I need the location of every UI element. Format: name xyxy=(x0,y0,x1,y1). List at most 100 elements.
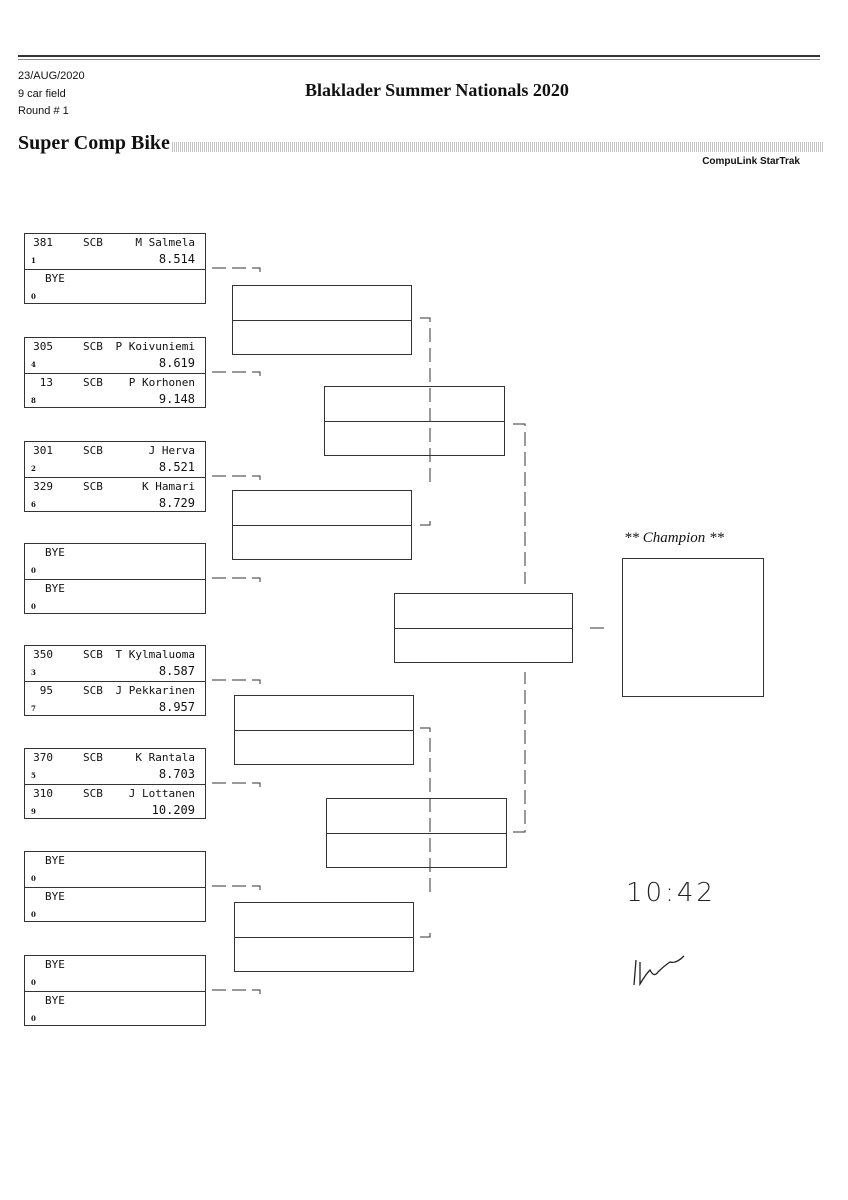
racer-name: M Salmela xyxy=(135,236,195,249)
racer-name: J Lottanen xyxy=(128,787,195,800)
bracket-connectors xyxy=(212,267,608,994)
racer-slot: BYE 0 xyxy=(25,956,205,991)
seed-number: 0 xyxy=(31,978,36,987)
class-code: SCB xyxy=(83,787,103,800)
racer-slot: 301 SCB J Herva 8.521 2 xyxy=(25,442,205,477)
racer-slot: 350 SCB T Kylmaluoma 8.587 3 xyxy=(25,646,205,681)
seed-number: 0 xyxy=(31,292,36,301)
car-number: 305 xyxy=(33,340,53,353)
racer-slot: 13 SCB P Korhonen 9.148 8 xyxy=(25,373,205,408)
class-code: SCB xyxy=(83,751,103,764)
bye-label: BYE xyxy=(45,546,65,559)
class-code: SCB xyxy=(83,444,103,457)
racer-slot: BYE 0 xyxy=(25,887,205,922)
car-number: 370 xyxy=(33,751,53,764)
champion-label: ** Champion ** xyxy=(624,530,725,546)
elapsed-time: 8.729 xyxy=(158,496,195,510)
racer-name: P Korhonen xyxy=(128,376,195,389)
dotted-rule xyxy=(172,142,824,152)
elapsed-time: 10.209 xyxy=(151,803,195,817)
bye-label: BYE xyxy=(45,958,65,971)
seed-number: 0 xyxy=(31,910,36,919)
seed-number: 0 xyxy=(31,1014,36,1023)
bye-label: BYE xyxy=(45,854,65,867)
bracket-box xyxy=(394,593,573,663)
seed-number: 5 xyxy=(31,771,36,780)
class-code: SCB xyxy=(83,684,103,697)
handwritten-time: 10:42 xyxy=(626,878,716,908)
racer-name: J Herva xyxy=(148,444,195,457)
bracket-box xyxy=(232,490,412,560)
round: Round # 1 xyxy=(18,105,69,117)
elapsed-time: 8.521 xyxy=(158,460,195,474)
car-number: 301 xyxy=(33,444,53,457)
racer-name: K Hamari xyxy=(142,480,195,493)
racer-name: J Pekkarinen xyxy=(115,684,195,697)
bracket-box xyxy=(234,902,414,972)
seed-number: 0 xyxy=(31,566,36,575)
signature xyxy=(633,955,685,987)
racer-slot: 95 SCB J Pekkarinen 8.957 7 xyxy=(25,681,205,716)
seed-number: 3 xyxy=(31,668,36,677)
elapsed-time: 8.587 xyxy=(158,664,195,678)
racer-slot: BYE 0 xyxy=(25,269,205,304)
racer-slot: BYE 0 xyxy=(25,579,205,614)
car-number: 13 xyxy=(39,376,53,389)
bracket-box xyxy=(234,695,414,765)
racer-slot: 370 SCB K Rantala 8.703 5 xyxy=(25,749,205,784)
class-code: SCB xyxy=(83,376,103,389)
car-number: 329 xyxy=(33,480,53,493)
bye-label: BYE xyxy=(45,890,65,903)
racer-slot: 310 SCB J Lottanen 10.209 9 xyxy=(25,784,205,819)
car-number: 95 xyxy=(39,684,53,697)
bracket-box xyxy=(232,285,412,355)
top-rule xyxy=(18,55,820,57)
bye-label: BYE xyxy=(45,994,65,1007)
racer-slot: BYE 0 xyxy=(25,544,205,579)
car-number: 350 xyxy=(33,648,53,661)
field-size: 9 car field xyxy=(18,88,66,100)
seed-number: 6 xyxy=(31,500,36,509)
date: 23/AUG/2020 xyxy=(18,70,85,82)
elapsed-time: 8.514 xyxy=(158,252,195,266)
seed-number: 8 xyxy=(31,396,36,405)
racer-name: K Rantala xyxy=(135,751,195,764)
champion-box xyxy=(622,558,764,697)
event-title: Blaklader Summer Nationals 2020 xyxy=(305,80,569,100)
seed-number: 7 xyxy=(31,704,36,713)
class-title: Super Comp Bike xyxy=(18,132,172,155)
elapsed-time: 8.703 xyxy=(158,767,195,781)
seed-number: 2 xyxy=(31,464,36,473)
elapsed-time: 8.957 xyxy=(158,700,195,714)
bye-label: BYE xyxy=(45,582,65,595)
class-code: SCB xyxy=(83,340,103,353)
seed-number: 9 xyxy=(31,807,36,816)
brand: CompuLink StarTrak xyxy=(702,156,800,167)
racer-name: T Kylmaluoma xyxy=(115,648,195,661)
elapsed-time: 9.148 xyxy=(158,392,195,406)
seed-number: 4 xyxy=(31,360,36,369)
car-number: 310 xyxy=(33,787,53,800)
racer-slot: 329 SCB K Hamari 8.729 6 xyxy=(25,477,205,512)
seed-number: 0 xyxy=(31,602,36,611)
class-code: SCB xyxy=(83,648,103,661)
class-code: SCB xyxy=(83,480,103,493)
bracket-box xyxy=(324,386,505,456)
car-number: 381 xyxy=(33,236,53,249)
bye-label: BYE xyxy=(45,272,65,285)
class-code: SCB xyxy=(83,236,103,249)
top-rule-thin xyxy=(18,59,820,60)
racer-name: P Koivuniemi xyxy=(115,340,195,353)
